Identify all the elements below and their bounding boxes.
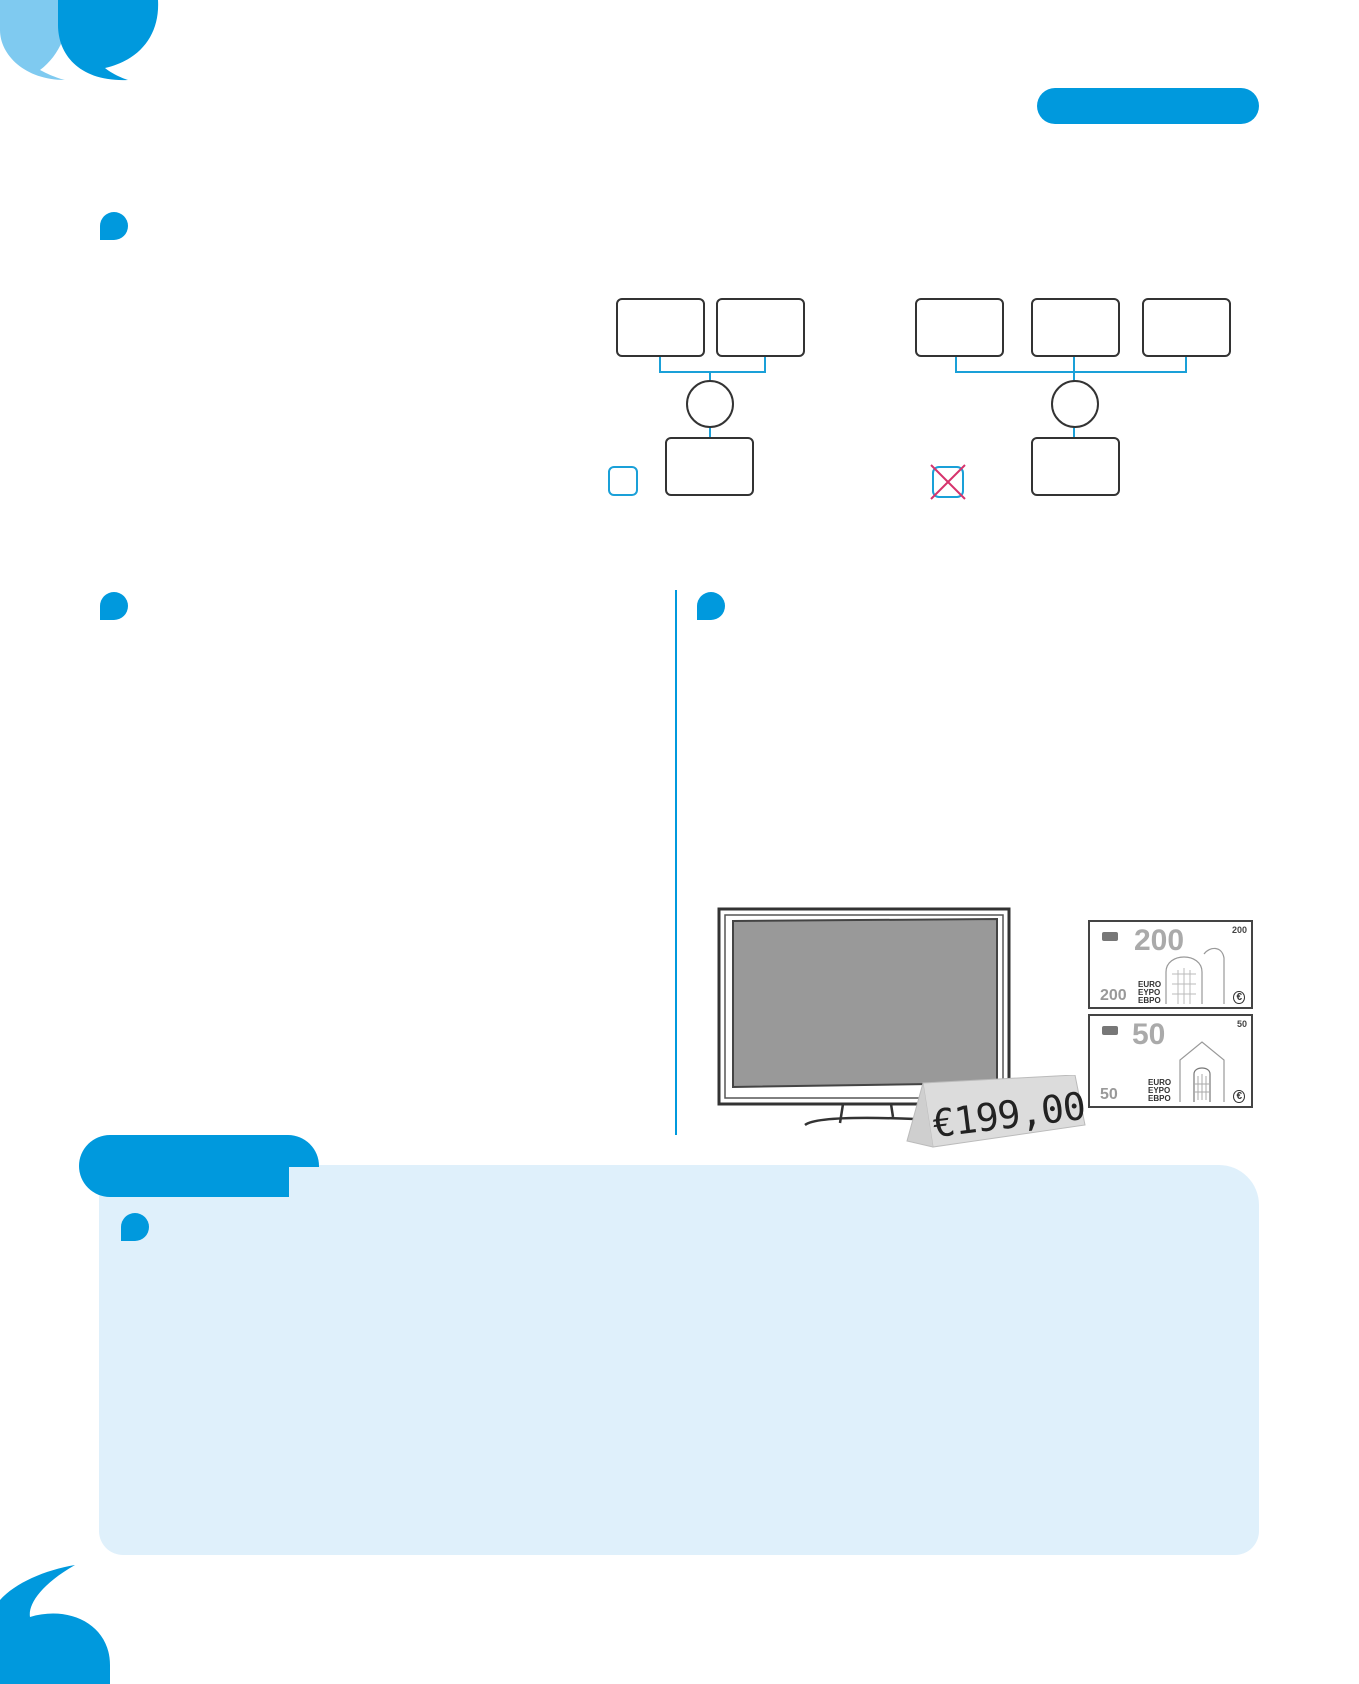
column-divider <box>675 590 677 1135</box>
header-pill <box>1037 88 1259 124</box>
exercise-bullet-3 <box>697 592 725 620</box>
diagram-2-connectors <box>955 357 1187 438</box>
quote-mark-top-icon <box>0 0 159 81</box>
checkbox-empty-icon[interactable] <box>608 466 638 496</box>
quote-mark-bottom-icon <box>0 1565 110 1684</box>
banknote-200-value-large: 200 <box>1134 924 1185 957</box>
banknote-200-corner: 200 <box>1231 925 1247 935</box>
diagram-2-input-box-right[interactable] <box>1142 298 1231 357</box>
banknote-200-word-1: EURO <box>1138 980 1162 989</box>
banknote-50-word-3: EBPO <box>1148 1094 1171 1103</box>
banknote-50-corner: 50 <box>1236 1019 1247 1029</box>
banknote-50-value-small: 50 <box>1100 1086 1118 1103</box>
banknote-200-word-3: EBPO <box>1138 996 1161 1005</box>
panel-bullet <box>121 1213 149 1241</box>
checkbox-crossed-icon[interactable] <box>928 462 968 502</box>
banknote-200-word-2: EYPO <box>1138 988 1161 997</box>
diagram-1-input-box-right[interactable] <box>716 298 805 357</box>
diagram-2-result-box[interactable] <box>1031 437 1120 496</box>
note-chip-icon <box>1102 932 1118 941</box>
banknote-50-value-large: 50 <box>1132 1018 1166 1051</box>
diagram-1-operator-circle[interactable] <box>686 380 734 428</box>
banknote-50-word-2: EYPO <box>1148 1086 1171 1095</box>
bottom-panel <box>99 1165 1259 1555</box>
banknote-200-symbol: € <box>1233 991 1245 1004</box>
diagram-2-input-box-left[interactable] <box>915 298 1004 357</box>
price-tag-shape <box>906 1075 1086 1148</box>
banknote-200-building-icon <box>1165 947 1225 1004</box>
diagram-1-result-box[interactable] <box>665 437 754 496</box>
banknote-50-building-icon <box>1179 1041 1225 1102</box>
banknote-200: 200 200 200 EURO EYPO EBPO € <box>1088 920 1253 1009</box>
banknote-50-word-1: EURO <box>1148 1078 1172 1087</box>
diagram-1-input-box-left[interactable] <box>616 298 705 357</box>
diagram-2-input-box-middle[interactable] <box>1031 298 1120 357</box>
banknote-50-symbol: € <box>1233 1090 1245 1103</box>
banknote-50: 50 50 50 EURO EYPO EBPO € <box>1088 1014 1253 1108</box>
note-chip-icon <box>1102 1026 1118 1035</box>
exercise-bullet-1 <box>100 212 128 240</box>
diagram-2-operator-circle[interactable] <box>1051 380 1099 428</box>
panel-tab-notch <box>289 1167 319 1197</box>
tv-icon <box>717 907 1011 1127</box>
panel-tab <box>79 1135 319 1197</box>
banknote-200-value-small: 200 <box>1100 987 1127 1004</box>
exercise-bullet-2 <box>100 592 128 620</box>
